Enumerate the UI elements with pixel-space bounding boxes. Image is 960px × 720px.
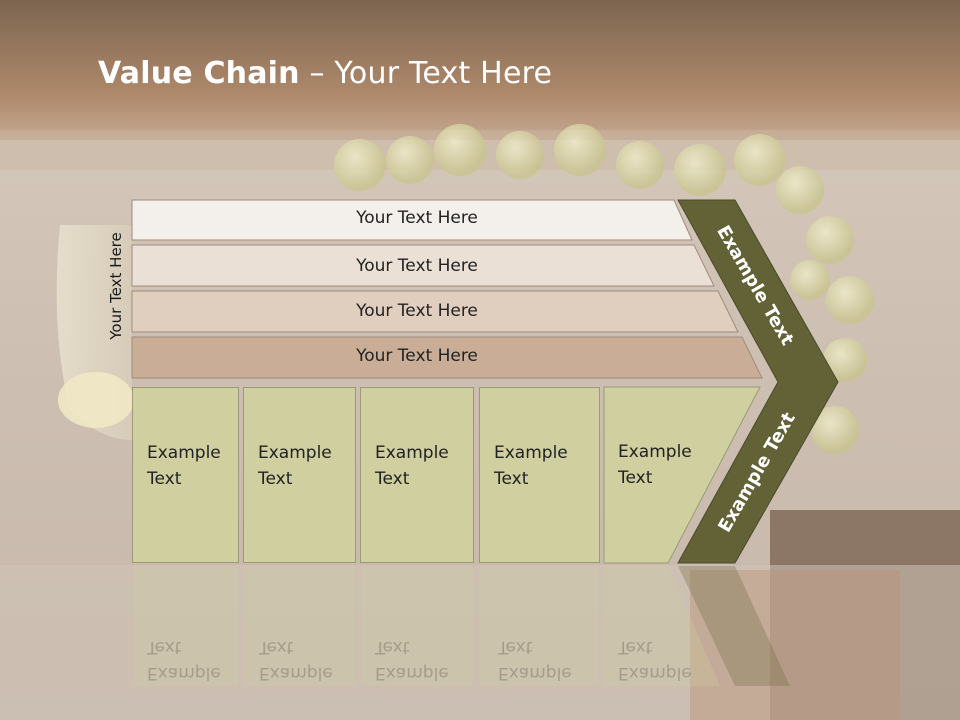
row-bar-4 [131, 336, 763, 379]
row-bar-1 [131, 199, 693, 241]
card-reflection-3 [361, 566, 473, 686]
card-reflection-4 [480, 566, 599, 686]
card-reflection-1 [133, 566, 238, 686]
row-text-4: Your Text Here [356, 346, 478, 366]
slide-title: Value Chain – Your Text Here [98, 56, 552, 91]
card-reflection-2 [244, 566, 355, 686]
card-reflection-5 [604, 566, 720, 686]
title-bold: Value Chain [98, 56, 300, 91]
card-5-shape [603, 386, 761, 564]
row-bar-2 [131, 244, 715, 287]
title-rest: – Your Text Here [299, 56, 553, 91]
row-bar-3 [131, 290, 739, 333]
row-text-3: Your Text Here [356, 301, 478, 321]
chevron-reflection [678, 566, 790, 686]
row-text-1: Your Text Here [356, 208, 478, 228]
row-text-2: Your Text Here [356, 256, 478, 276]
chevron-arrow [677, 199, 839, 564]
